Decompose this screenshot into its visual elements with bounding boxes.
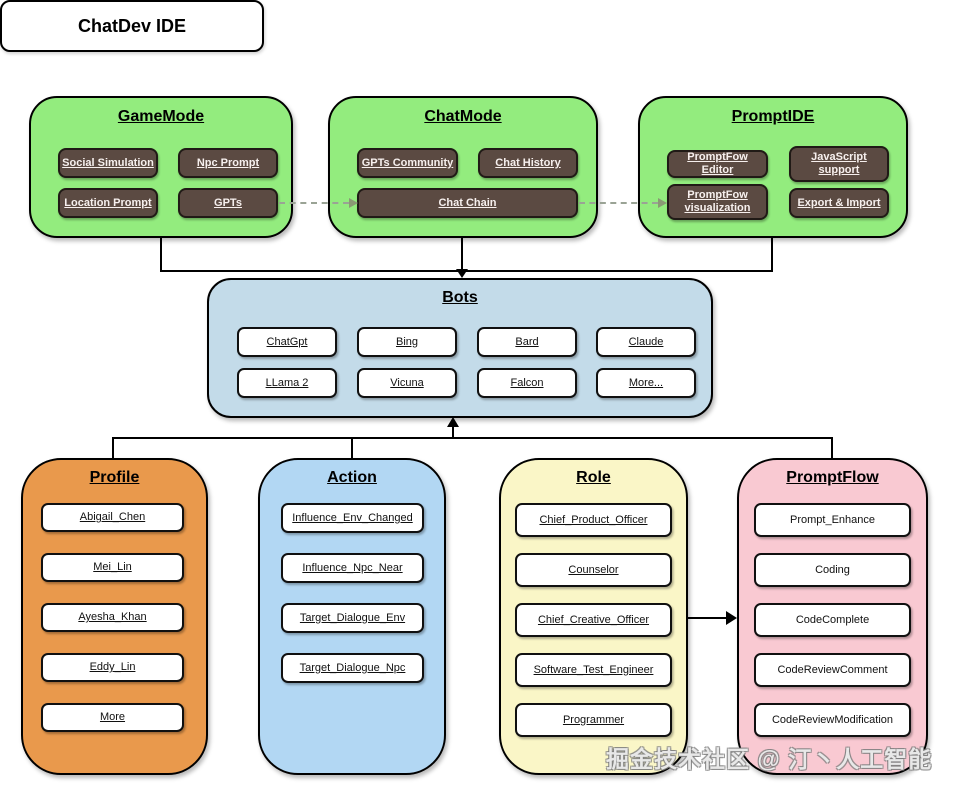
chatmode-item-chat-chain[interactable]: Chat Chain: [357, 188, 578, 218]
gamemode-item-location-prompt[interactable]: Location Prompt: [58, 188, 158, 218]
role-item-chief-product-officer[interactable]: Chief_Product_Officer: [515, 503, 672, 537]
promptide-item-promptfow-editor[interactable]: PromptFow Editor: [667, 150, 768, 178]
bots-item-bard[interactable]: Bard: [477, 327, 577, 357]
promptide-item-javascript-support[interactable]: JavaScript support: [789, 146, 889, 182]
promptflow-group-title: PromptFlow: [786, 469, 879, 486]
action-item-target-dialogue-env[interactable]: Target_Dialogue_Env: [281, 603, 424, 633]
role-item-programmer[interactable]: Programmer: [515, 703, 672, 737]
role-item-chief-creative-officer[interactable]: Chief_Creative_Officer: [515, 603, 672, 637]
bots-item-more[interactable]: More...: [596, 368, 696, 398]
promptide-item-export-import[interactable]: Export & Import: [789, 188, 889, 218]
arrowhead-gpts-to-chatchain: [349, 198, 358, 208]
connector-chatchain-to-promptfow-visualization: [579, 202, 658, 204]
connector-gpts-to-chatchain: [279, 202, 349, 204]
action-group-title: Action: [327, 469, 377, 486]
promptflow-item-codereviewcomment[interactable]: CodeReviewComment: [754, 653, 911, 687]
connector-bus-to-bots-stem: [452, 426, 454, 439]
profile-item-ayesha-khan[interactable]: Ayesha_Khan: [41, 603, 184, 632]
promptflow-item-coding[interactable]: Coding: [754, 553, 911, 587]
role-item-counselor[interactable]: Counselor: [515, 553, 672, 587]
gamemode-item-social-simulation[interactable]: Social Simulation: [58, 148, 158, 178]
promptide-group-title: PromptIDE: [731, 108, 815, 125]
profile-group-title: Profile: [89, 469, 140, 486]
connector-role-to-promptflow: [688, 617, 728, 619]
connector-promptflow-drop: [831, 437, 833, 459]
role-group-title: Role: [576, 469, 611, 486]
bots-group-title: Bots: [442, 289, 478, 306]
arrowhead-up-into-bots: [447, 417, 459, 427]
arrowhead-into-bots: [456, 269, 468, 278]
page-title: ChatDev IDE: [0, 0, 264, 52]
action-item-influence-env-changed[interactable]: Influence_Env_Changed: [281, 503, 424, 533]
connector-action-drop: [351, 437, 353, 459]
profile-item-mei-lin[interactable]: Mei_Lin: [41, 553, 184, 582]
gamemode-group-title: GameMode: [117, 108, 205, 125]
chatmode-group-title: ChatMode: [424, 108, 502, 125]
action-item-target-dialogue-npc[interactable]: Target_Dialogue_Npc: [281, 653, 424, 683]
bots-item-vicuna[interactable]: Vicuna: [357, 368, 457, 398]
action-item-influence-npc-near[interactable]: Influence_Npc_Near: [281, 553, 424, 583]
chatmode-item-gpts-community[interactable]: GPTs Community: [357, 148, 458, 178]
bots-item-falcon[interactable]: Falcon: [477, 368, 577, 398]
promptflow-item-codereviewmodification[interactable]: CodeReviewModification: [754, 703, 911, 737]
arrowhead-chatchain-to-promptfow-visualization: [658, 198, 667, 208]
bots-item-claude[interactable]: Claude: [596, 327, 696, 357]
watermark-text: 掘金技术社区 @ 汀丶人工智能: [606, 746, 933, 772]
profile-item-eddy-lin[interactable]: Eddy_Lin: [41, 653, 184, 682]
arrowhead-role-to-promptflow: [726, 611, 737, 625]
profile-item-abigail-chen[interactable]: Abigail_Chen: [41, 503, 184, 532]
chatmode-item-chat-history[interactable]: Chat History: [478, 148, 578, 178]
profile-item-more[interactable]: More: [41, 703, 184, 732]
bots-item-llama2[interactable]: LLama 2: [237, 368, 337, 398]
promptflow-item-prompt-enhance[interactable]: Prompt_Enhance: [754, 503, 911, 537]
promptide-item-promptfow-visualization[interactable]: PromptFow visualization: [667, 184, 768, 220]
bots-item-bing[interactable]: Bing: [357, 327, 457, 357]
gamemode-item-gpts[interactable]: GPTs: [178, 188, 278, 218]
connector-chatmode-drop: [461, 238, 463, 270]
connector-promptide-drop: [771, 238, 773, 272]
bots-item-chatgpt[interactable]: ChatGpt: [237, 327, 337, 357]
connector-profile-drop: [112, 437, 114, 459]
gamemode-item-npc-prompt[interactable]: Npc Prompt: [178, 148, 278, 178]
role-item-software-test-engineer[interactable]: Software_Test_Engineer: [515, 653, 672, 687]
connector-bottom-bus: [112, 437, 833, 439]
connector-gamemode-drop: [160, 238, 162, 272]
promptflow-item-codecomplete[interactable]: CodeComplete: [754, 603, 911, 637]
